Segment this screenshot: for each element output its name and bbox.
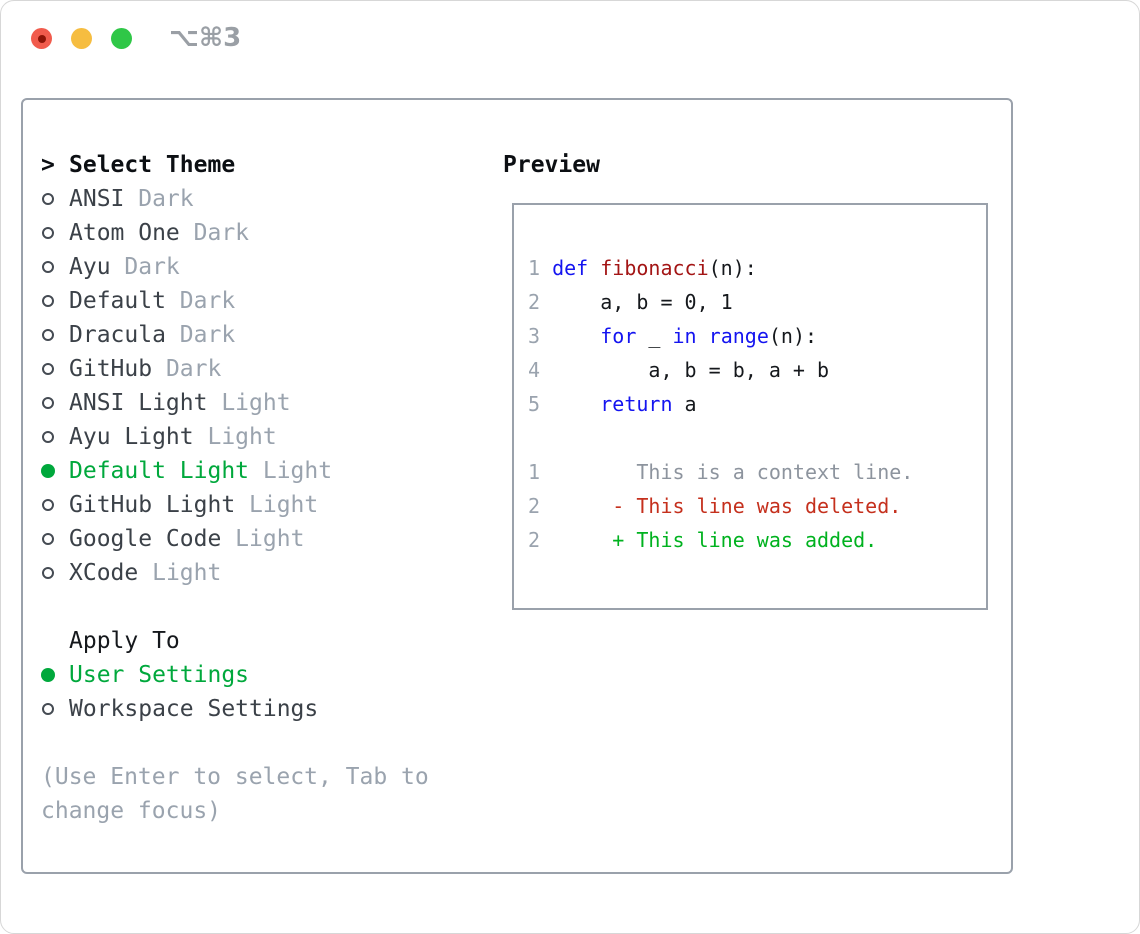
radio-ring-icon [41, 397, 69, 409]
line-number: 2 [528, 528, 553, 552]
theme-variant-label: Light [207, 390, 291, 416]
apply-option-label: Workspace Settings [69, 696, 319, 722]
theme-option-default[interactable]: Default Dark [41, 284, 332, 318]
line-number: 1 [528, 460, 553, 484]
radio-ring-icon [41, 193, 69, 205]
traffic-lights [31, 28, 132, 49]
theme-option-github-light[interactable]: GitHub Light Light [41, 488, 332, 522]
theme-variant-label: Light [221, 526, 305, 552]
theme-option-xcode[interactable]: XCode Light [41, 556, 332, 590]
zoom-button-icon[interactable] [111, 28, 132, 49]
diff-line: 2 - This line was deleted. [528, 494, 902, 518]
radio-ring-icon [41, 431, 69, 443]
theme-option-ansi[interactable]: ANSI Dark [41, 182, 332, 216]
code-diff-gap [528, 421, 978, 455]
line-number: 1 [528, 256, 553, 280]
radio-ring-icon [41, 499, 69, 511]
code-line: 3 for _ in range(n): [528, 324, 818, 348]
theme-option-ayu[interactable]: Ayu Dark [41, 250, 332, 284]
theme-variant-label: Dark [110, 254, 180, 280]
theme-option-label: Google Code [69, 526, 222, 552]
theme-option-label: Ayu [69, 254, 111, 280]
radio-selected-icon [41, 464, 69, 478]
line-number: 4 [528, 358, 553, 382]
theme-variant-label: Dark [152, 356, 222, 382]
radio-ring-icon [41, 329, 69, 341]
radio-ring-icon [41, 567, 69, 579]
diff-line: 1 This is a context line. [528, 460, 914, 484]
theme-option-label: Dracula [69, 322, 166, 348]
theme-option-label: Default [69, 288, 166, 314]
radio-ring-icon [41, 533, 69, 545]
minimize-button-icon[interactable] [71, 28, 92, 49]
radio-ring-icon [41, 295, 69, 307]
window-shortcut-label: ⌥⌘3 [169, 23, 242, 53]
theme-option-default-light[interactable]: Default Light Light [41, 454, 332, 488]
theme-list-title: Select Theme [69, 152, 236, 178]
line-number: 2 [528, 290, 553, 314]
theme-option-label: GitHub Light [69, 492, 236, 518]
diff-line: 2 + This line was added. [528, 528, 878, 552]
theme-option-label: GitHub [69, 356, 153, 382]
theme-option-label: XCode [69, 560, 139, 586]
theme-variant-label: Light [138, 560, 222, 586]
radio-selected-icon [41, 668, 69, 682]
theme-variant-label: Dark [165, 322, 236, 348]
apply-option-workspace-settings[interactable]: Workspace Settings [41, 692, 318, 726]
close-button-icon[interactable] [31, 28, 52, 49]
radio-ring-icon [41, 703, 69, 715]
help-text: (Use Enter to select, Tab to change focu… [41, 764, 429, 824]
theme-variant-label: Dark [124, 186, 194, 212]
radio-ring-icon [41, 227, 69, 239]
apply-option-user-settings[interactable]: User Settings [41, 658, 318, 692]
apply-to-title: Apply To [69, 628, 180, 654]
theme-option-atom-one[interactable]: Atom One Dark [41, 216, 332, 250]
line-number: 2 [528, 494, 553, 518]
theme-option-github[interactable]: GitHub Dark [41, 352, 332, 386]
apply-option-label: User Settings [69, 662, 250, 688]
apply-to-title-row: Apply To [41, 624, 318, 658]
code-line: 1 def fibonacci(n): [528, 256, 757, 280]
line-number: 5 [528, 392, 553, 416]
theme-option-dracula[interactable]: Dracula Dark [41, 318, 332, 352]
theme-list-title-row: > Select Theme [41, 148, 332, 182]
radio-ring-icon [41, 261, 69, 273]
code-line: 4 a, b = b, a + b [528, 358, 830, 382]
theme-option-label: Ayu Light [69, 424, 194, 450]
theme-option-label: Atom One [69, 220, 180, 246]
theme-option-label: Default Light [69, 458, 250, 484]
preview-title: Preview [503, 152, 600, 178]
theme-variant-label: Light [193, 424, 277, 450]
theme-variant-label: Dark [165, 288, 236, 314]
code-line: 5 return a [528, 392, 697, 416]
theme-variant-label: Light [249, 458, 333, 484]
radio-ring-icon [41, 363, 69, 375]
theme-option-label: ANSI [69, 186, 125, 212]
line-number: 3 [528, 324, 553, 348]
theme-option-ayu-light[interactable]: Ayu Light Light [41, 420, 332, 454]
theme-variant-label: Light [235, 492, 319, 518]
theme-option-label: ANSI Light [69, 390, 208, 416]
code-line: 2 a, b = 0, 1 [528, 290, 733, 314]
focus-chevron-icon: > [41, 152, 55, 178]
theme-variant-label: Dark [179, 220, 250, 246]
theme-option-google-code[interactable]: Google Code Light [41, 522, 332, 556]
code-preview: 1 def fibonacci(n): 2 a, b = 0, 1 3 for _ … [514, 205, 986, 557]
preview-box: 1 def fibonacci(n): 2 a, b = 0, 1 3 for _ … [512, 203, 988, 610]
theme-option-ansi-light[interactable]: ANSI Light Light [41, 386, 332, 420]
